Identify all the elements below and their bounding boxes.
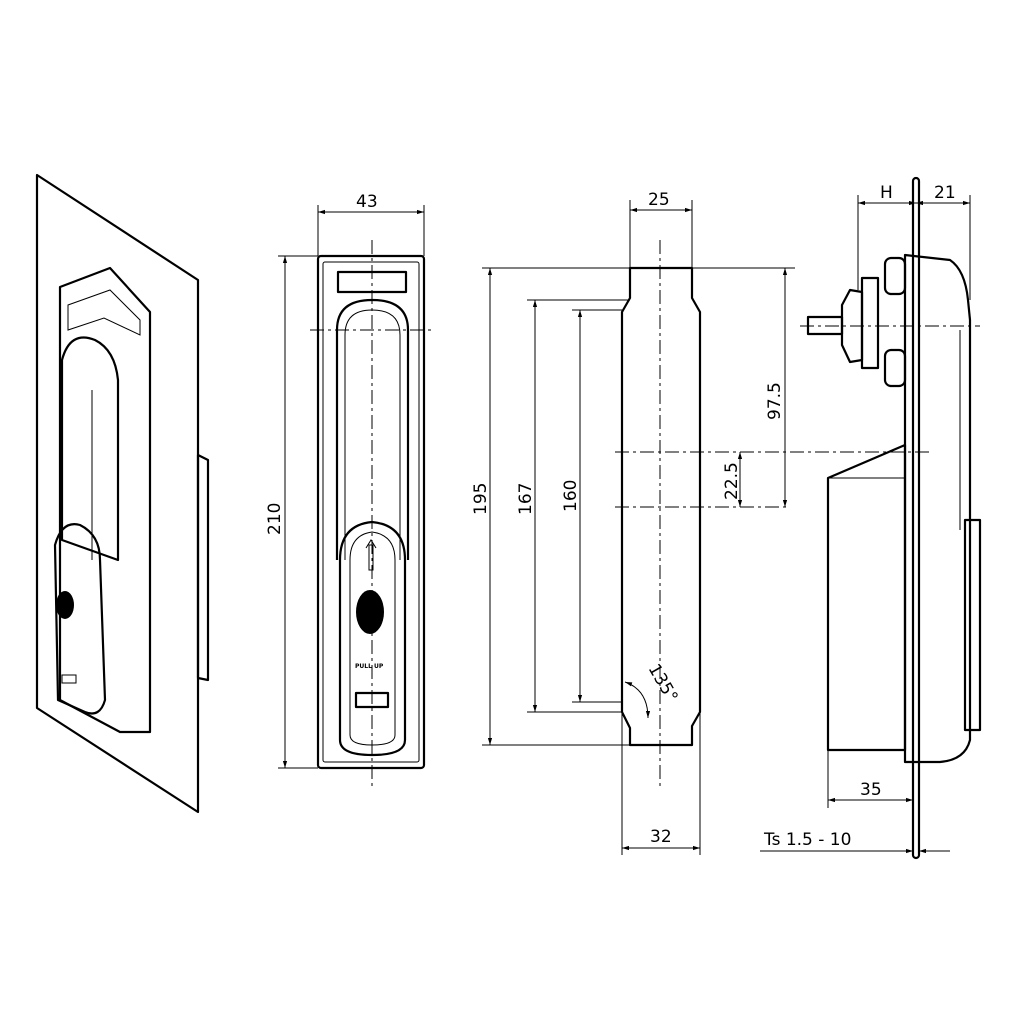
lock-cylinder <box>356 590 384 634</box>
front-view: PULL UP 43 210 <box>265 192 435 790</box>
mounting-panel <box>35 173 200 814</box>
dim-top-width: 25 <box>648 190 670 210</box>
handle-lever <box>53 523 107 715</box>
dim-height: 210 <box>265 503 285 535</box>
dim-depth: 21 <box>934 183 956 203</box>
dim-bottom-width: 32 <box>650 827 672 847</box>
dim-span-outer: 167 <box>516 483 536 515</box>
handle-slot <box>60 336 120 562</box>
dim-upper-offset: 97.5 <box>765 382 785 420</box>
section-outline <box>620 266 702 747</box>
dim-overall: 195 <box>471 483 491 515</box>
side-view: H 21 35 Ts 1.5 - 10 <box>760 176 982 860</box>
panel-thickness <box>911 176 921 860</box>
dim-h: H <box>880 183 893 203</box>
section-view: 25 32 195 167 160 97.5 22.5 135° <box>471 190 930 855</box>
lever-side <box>963 518 982 732</box>
label-plate <box>67 289 141 336</box>
dim-thickness: Ts 1.5 - 10 <box>763 830 851 850</box>
lock-cylinder <box>56 591 74 619</box>
dim-body: 35 <box>860 780 882 800</box>
housing-side <box>903 253 972 764</box>
bolt-bottom <box>883 348 907 388</box>
cam <box>840 288 864 364</box>
dim-span-inner: 160 <box>561 480 581 512</box>
bolt-top <box>883 256 907 296</box>
rear-box <box>826 443 907 752</box>
handle-marking: PULL UP <box>355 663 384 670</box>
handle-lever <box>338 520 407 757</box>
perspective-view <box>35 173 210 814</box>
dim-width: 43 <box>356 192 378 212</box>
dim-lower-offset: 22.5 <box>722 462 742 500</box>
nut <box>860 276 880 370</box>
front-outline <box>316 254 426 770</box>
rear-housing <box>196 453 210 682</box>
dim-angle: 135° <box>644 661 682 706</box>
handle-housing <box>58 266 152 734</box>
